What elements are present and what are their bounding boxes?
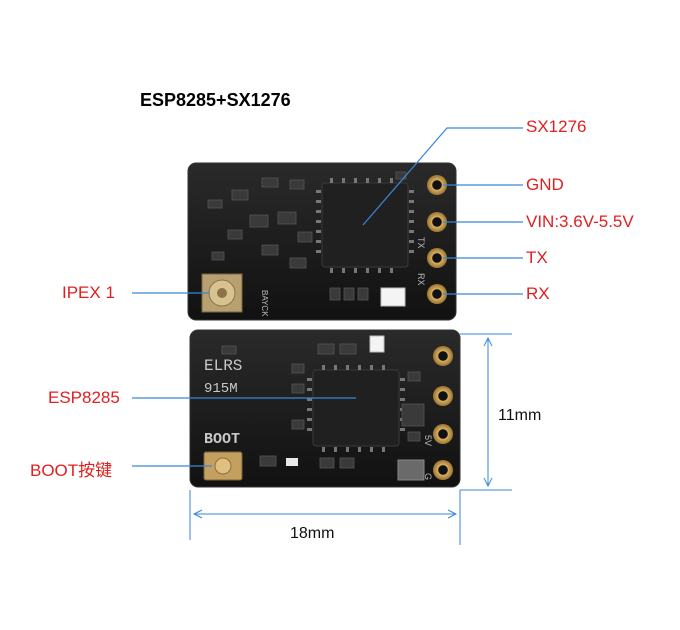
bottom-board: ELRS 915M BOOT G 5V <box>189 329 461 488</box>
dimension-width: 18mm <box>290 525 335 542</box>
pin-label-5v: 5V <box>423 435 433 446</box>
boot-silkscreen: BOOT <box>204 431 240 448</box>
elrs-silkscreen: ELRS <box>204 357 242 375</box>
label-gnd: GND <box>526 175 564 194</box>
leader-sx1276 <box>362 127 523 226</box>
label-rx: RX <box>526 284 550 303</box>
bottom-pin-pads <box>433 346 453 480</box>
top-pin-pads <box>427 175 447 304</box>
label-tx: TX <box>526 248 548 267</box>
boot-button <box>203 451 243 481</box>
esp8285-chip <box>312 369 400 447</box>
diagram-title: ESP8285+SX1276 <box>140 90 291 110</box>
label-ipex: IPEX 1 <box>62 283 115 302</box>
top-board: BAYCK TX RX <box>187 162 457 321</box>
model-silkscreen: 915M <box>204 381 238 397</box>
label-sx1276: SX1276 <box>526 117 587 136</box>
label-boot: BOOT按键 <box>30 461 113 480</box>
dimension-lines <box>189 333 512 545</box>
pin-label-gnd: G <box>423 473 433 480</box>
leader-lines <box>132 127 523 467</box>
sx1276-chip <box>321 182 409 268</box>
pin-label-rx: RX <box>416 273 426 286</box>
label-vin: VIN:3.6V-5.5V <box>526 212 634 231</box>
dimension-height: 11mm <box>498 407 542 424</box>
brand-silkscreen: BAYCK <box>260 290 269 317</box>
label-esp8285: ESP8285 <box>48 388 120 407</box>
pin-label-tx: TX <box>416 237 426 249</box>
